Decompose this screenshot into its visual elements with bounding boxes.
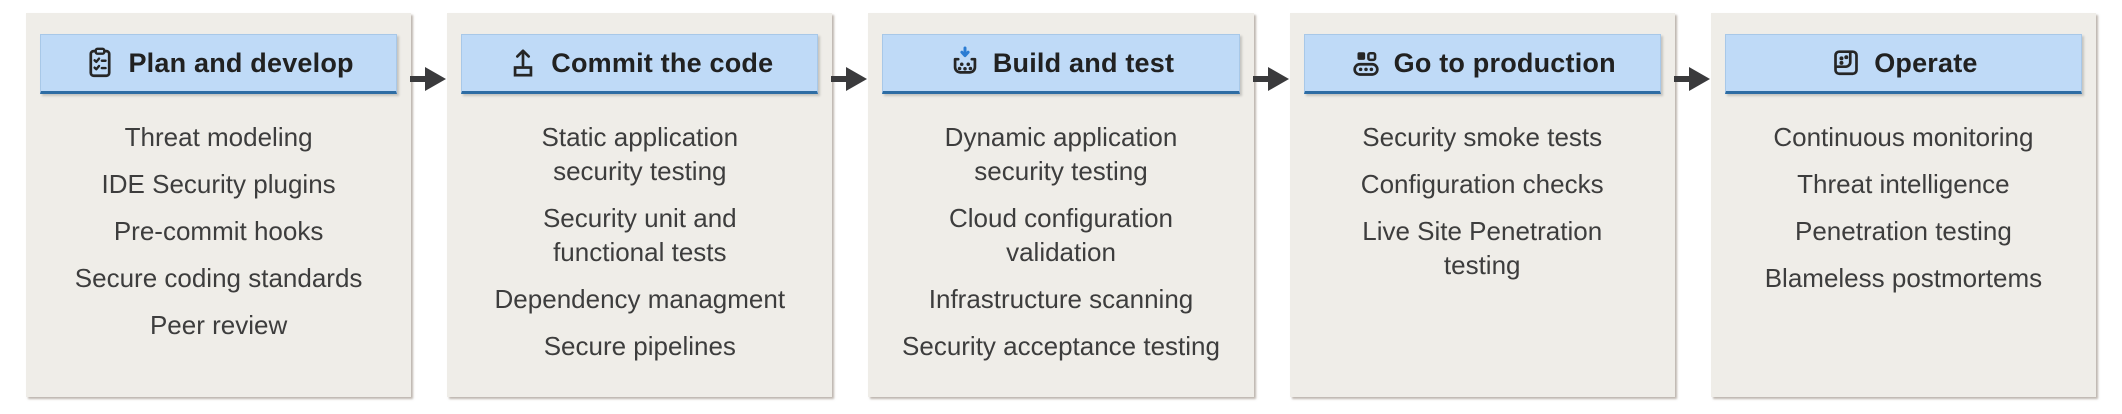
- stage-item: Continuous monitoring: [1773, 122, 2034, 152]
- stage-title: Operate: [1874, 47, 1978, 78]
- stage-item: Secure pipelines: [543, 331, 736, 361]
- flow-arrow-icon: [410, 67, 447, 91]
- stage-item: Security smoke tests: [1362, 122, 1603, 152]
- stage-connector: [1252, 13, 1290, 397]
- stage-item: Blameless postmortems: [1764, 263, 2043, 293]
- stage-title: Build and test: [992, 47, 1175, 78]
- package-feed-icon: [948, 46, 982, 80]
- stage-item: Dynamic application security testing: [944, 122, 1178, 186]
- stage-card-commit-the-code: Commit the code Static application secur…: [447, 13, 833, 397]
- stage-title: Go to production: [1393, 47, 1616, 78]
- conveyor-belt-icon: [1349, 46, 1383, 80]
- clipboard-checklist-icon: [83, 46, 117, 80]
- stage-item: Penetration testing: [1795, 216, 2012, 246]
- stage-item: Cloud configuration validation: [948, 203, 1174, 267]
- stage-item: Dependency managment: [494, 284, 786, 314]
- stage-item: Configuration checks: [1360, 169, 1604, 199]
- flow-arrow-icon: [1673, 67, 1710, 91]
- stage-header: Plan and develop: [40, 34, 398, 94]
- stage-header: Build and test: [882, 34, 1240, 94]
- stage-item: Static application security testing: [541, 122, 739, 186]
- stage-item: IDE Security plugins: [101, 169, 336, 199]
- stage-item: Secure coding standards: [74, 263, 363, 293]
- upload-icon: [506, 46, 540, 80]
- stage-item: Security unit and functional tests: [542, 203, 737, 267]
- stage-header: Go to production: [1303, 34, 1661, 94]
- stage-header: Commit the code: [461, 34, 819, 94]
- stage-connector: [1673, 13, 1711, 397]
- stage-card-build-and-test: Build and test Dynamic application secur…: [868, 13, 1254, 397]
- flow-arrow-icon: [1252, 67, 1289, 91]
- stage-item: Security acceptance testing: [902, 331, 1220, 361]
- stage-item: Peer review: [149, 310, 288, 340]
- stage-item: Threat modeling: [124, 122, 313, 152]
- stage-item: Threat intelligence: [1797, 169, 2010, 199]
- stage-item: Infrastructure scanning: [928, 284, 1194, 314]
- stage-item: Live Site Penetration testing: [1362, 216, 1603, 280]
- stage-title: Plan and develop: [128, 47, 354, 78]
- flow-arrow-icon: [831, 67, 868, 91]
- stage-connector: [831, 13, 868, 397]
- stage-header: Operate: [1724, 34, 2083, 94]
- stage-title: Commit the code: [551, 47, 774, 78]
- stage-item: Pre-commit hooks: [113, 216, 324, 246]
- stage-connector: [410, 13, 447, 397]
- logbook-icon: [1829, 46, 1863, 80]
